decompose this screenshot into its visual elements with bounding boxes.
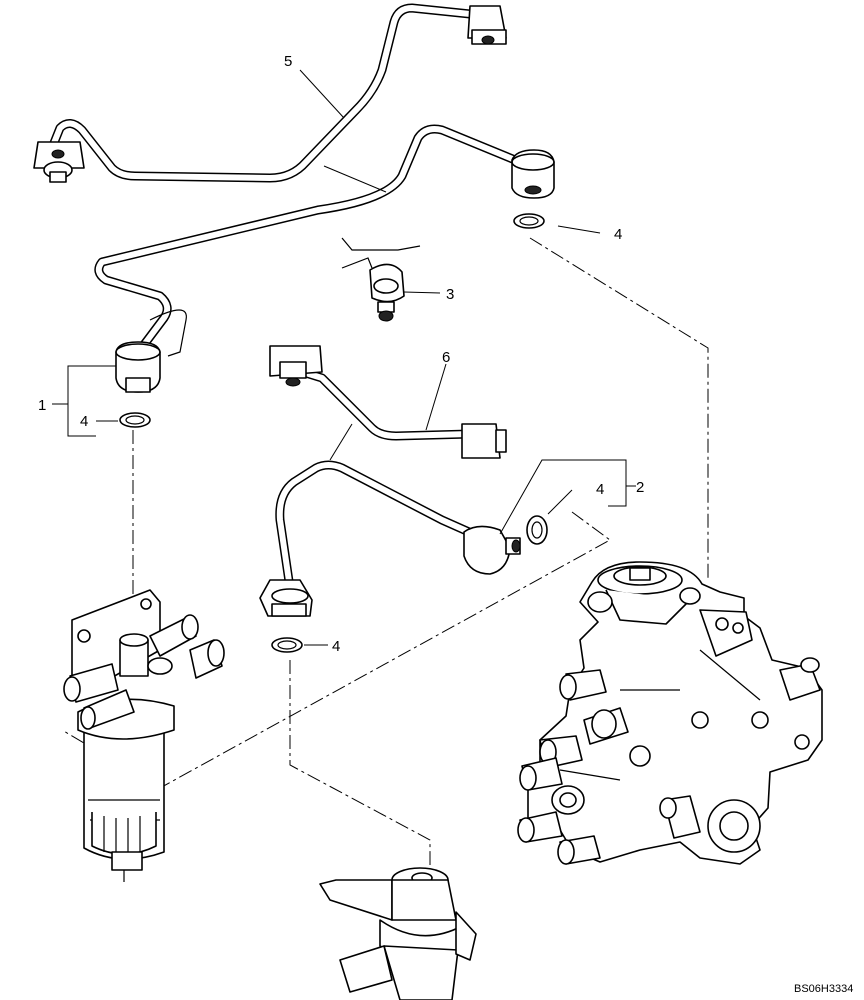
callout-5: 5 [284, 53, 292, 70]
callout-2: 2 [636, 479, 644, 496]
lift-pump [319, 867, 477, 1000]
callout-6: 6 [442, 349, 450, 366]
injection-pump [517, 561, 823, 865]
seal-washers [119, 213, 548, 653]
callout-leaders [52, 69, 636, 646]
fuel-line-1 [94, 124, 555, 393]
callout-1: 1 [38, 397, 46, 414]
callout-4-line-2: 4 [596, 481, 604, 498]
drawing-reference-code: BS06H3334 [794, 983, 853, 995]
callout-labels: 5 4 3 6 1 4 2 4 4 [38, 53, 644, 655]
fuel-line-6 [269, 345, 507, 459]
tube-clip-3 [341, 237, 421, 322]
callout-4-pump-end: 4 [614, 226, 622, 243]
callout-4-filter: 4 [80, 413, 88, 430]
fuel-line-2 [259, 460, 521, 617]
return-line-5 [33, 3, 507, 183]
pairing-marks [323, 165, 387, 461]
assembly-lines [61, 237, 709, 865]
callout-4-lower: 4 [332, 638, 340, 655]
callout-3: 3 [446, 286, 454, 303]
fuel-filter [63, 589, 225, 882]
